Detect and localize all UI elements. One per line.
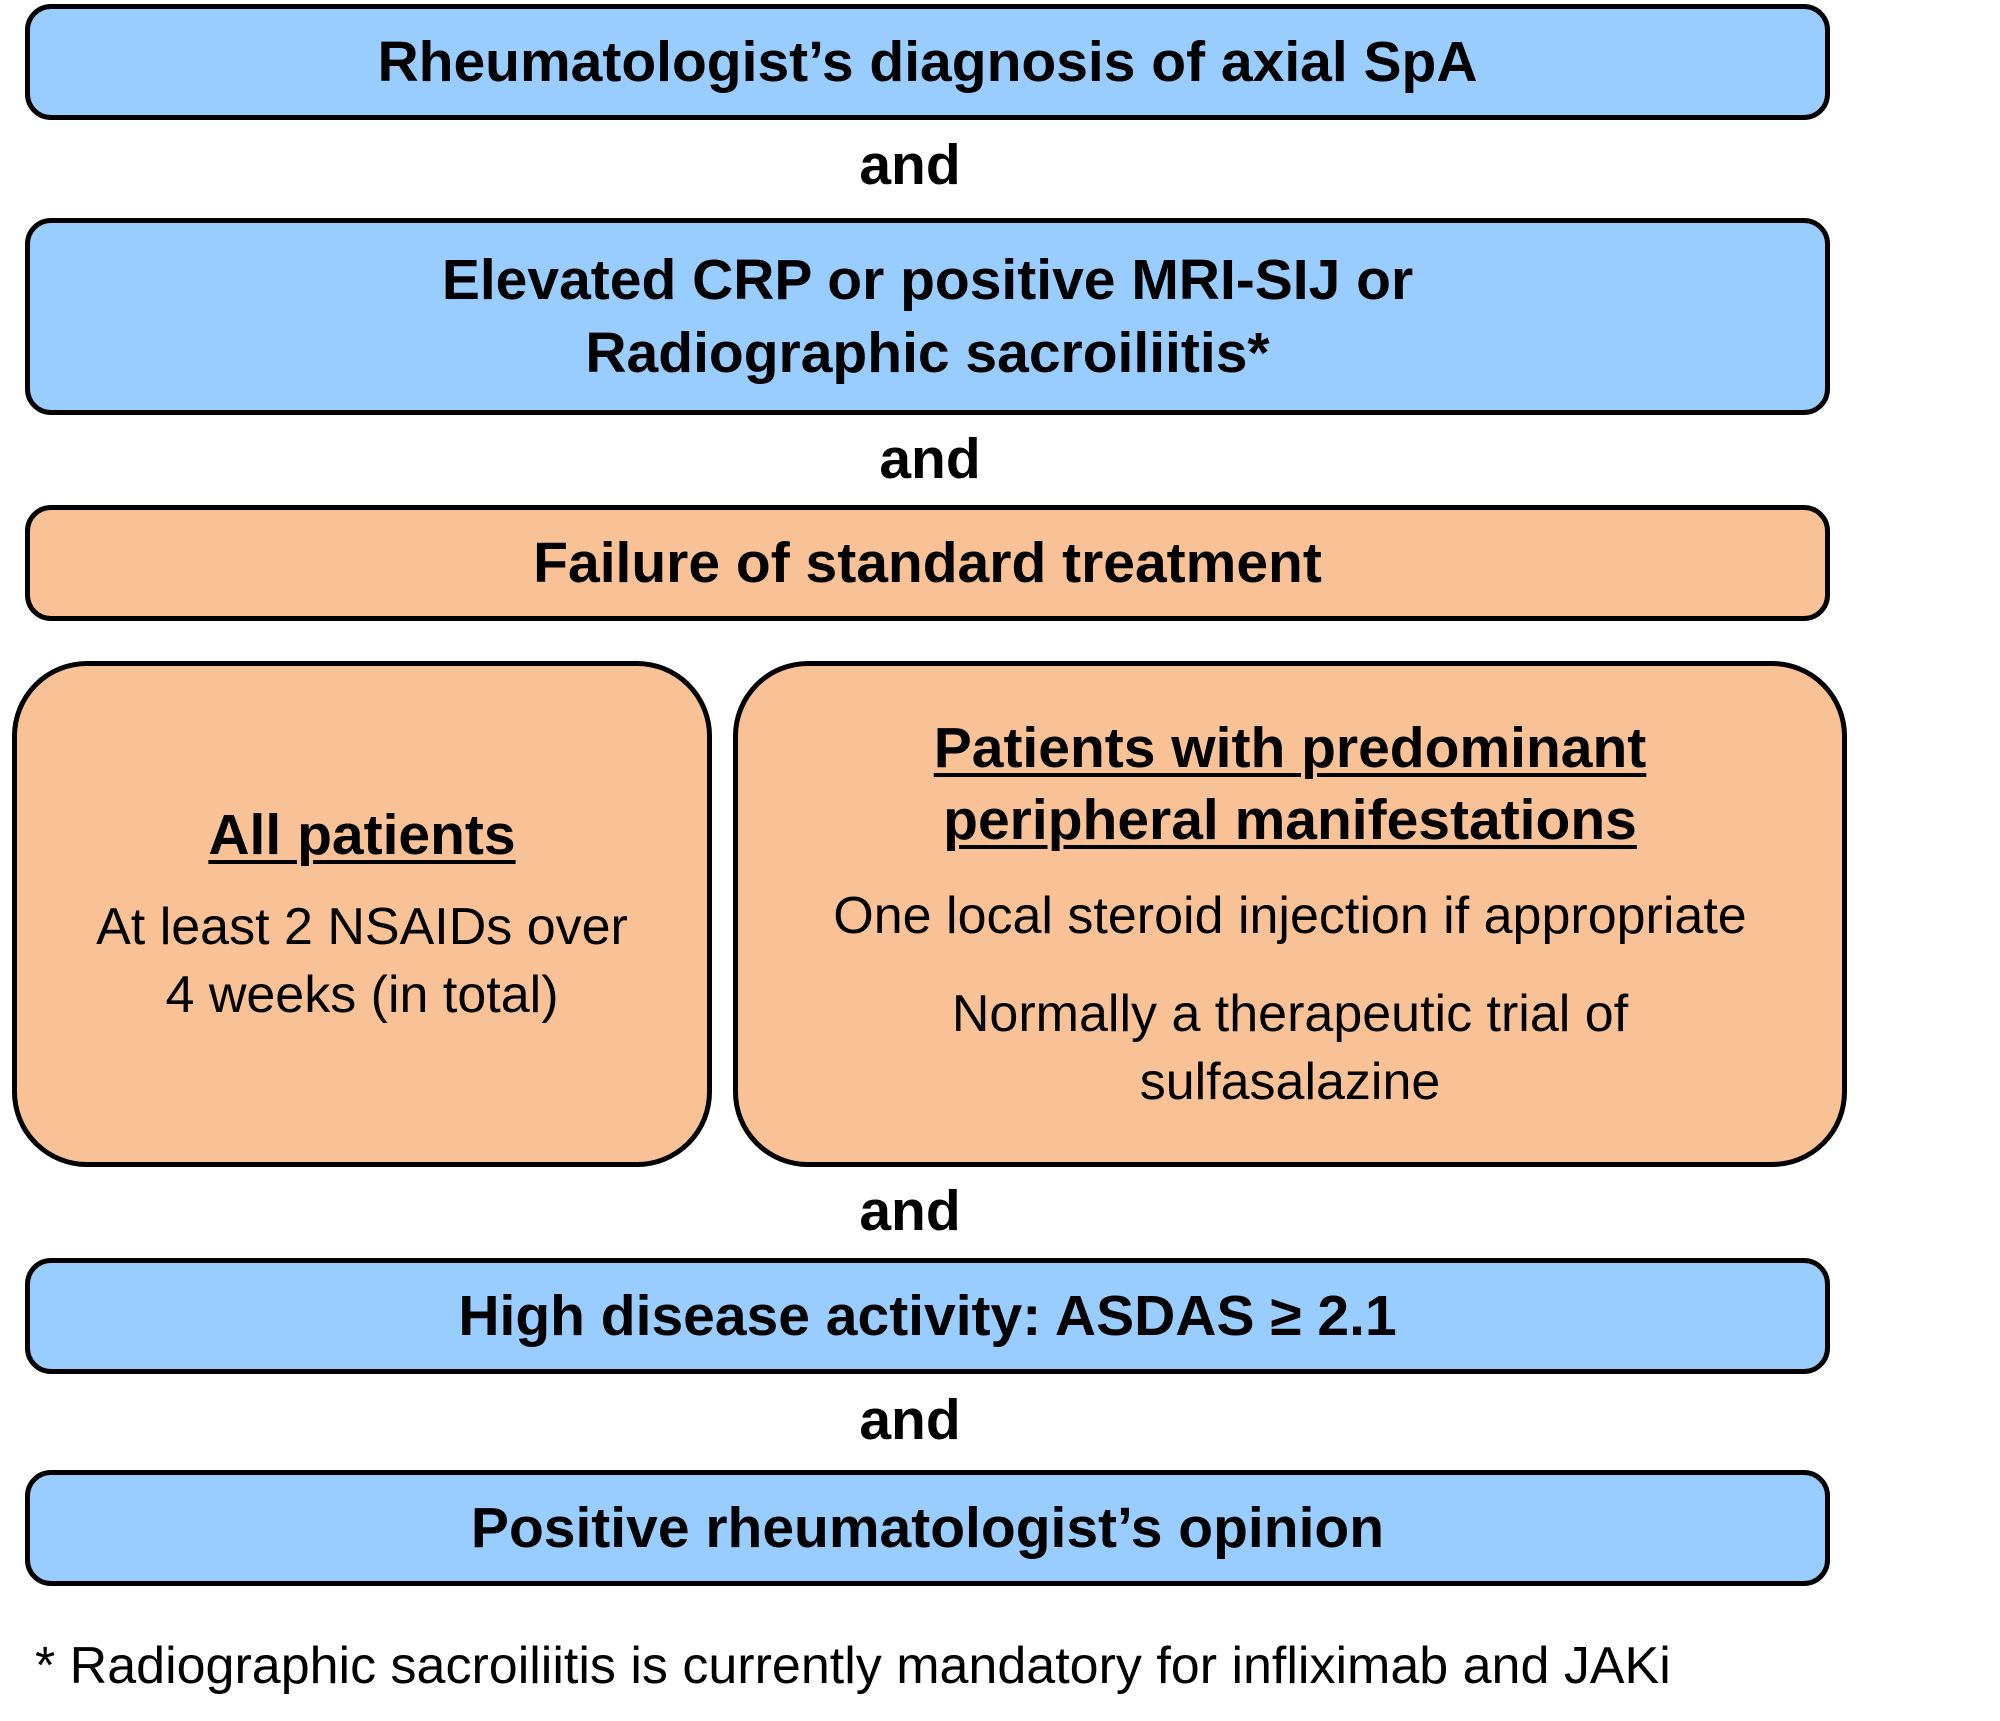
- all-patients-title: All patients: [208, 803, 516, 867]
- peripheral-item-steroid: One local steroid injection if appropria…: [833, 887, 1747, 945]
- diagnosis-label: Rheumatologist’s diagnosis of axial SpA: [377, 29, 1478, 94]
- peripheral-patients-panel: Patients with predominant peripheral man…: [733, 661, 1847, 1167]
- all-patients-panel: All patients At least 2 NSAIDs over 4 we…: [12, 661, 712, 1167]
- treatment-failure-label: Failure of standard treatment: [533, 530, 1322, 595]
- and-connector-3: and: [859, 1179, 961, 1243]
- peripheral-item-sulfasalazine-line1: Normally a therapeutic trial of: [951, 985, 1629, 1043]
- and-connector-2: and: [879, 427, 981, 491]
- and-connector-1: and: [859, 133, 961, 197]
- objective-signs-box: Elevated CRP or positive MRI-SIJ or Radi…: [25, 218, 1830, 415]
- rheumatologist-opinion-box: Positive rheumatologist’s opinion: [25, 1470, 1830, 1586]
- peripheral-title-line1: Patients with predominant: [933, 716, 1647, 780]
- peripheral-title-line2: peripheral manifestations: [943, 788, 1637, 852]
- objective-signs-line2: Radiographic sacroiliitis*: [585, 320, 1270, 385]
- and-connector-4: and: [859, 1388, 961, 1452]
- objective-signs-line1: Elevated CRP or positive MRI-SIJ or: [441, 247, 1414, 312]
- rheumatologist-opinion-label: Positive rheumatologist’s opinion: [470, 1495, 1385, 1560]
- footnote: * Radiographic sacroiliitis is currently…: [35, 1637, 1671, 1695]
- treatment-failure-box: Failure of standard treatment: [25, 505, 1830, 621]
- all-patients-text-line2: 4 weeks (in total): [165, 966, 559, 1024]
- peripheral-item-sulfasalazine-line2: sulfasalazine: [1139, 1053, 1441, 1111]
- diagnosis-box: Rheumatologist’s diagnosis of axial SpA: [25, 4, 1830, 120]
- disease-activity-box: High disease activity: ASDAS ≥ 2.1: [25, 1258, 1830, 1374]
- disease-activity-label: High disease activity: ASDAS ≥ 2.1: [458, 1283, 1397, 1348]
- all-patients-text-line1: At least 2 NSAIDs over: [96, 898, 628, 956]
